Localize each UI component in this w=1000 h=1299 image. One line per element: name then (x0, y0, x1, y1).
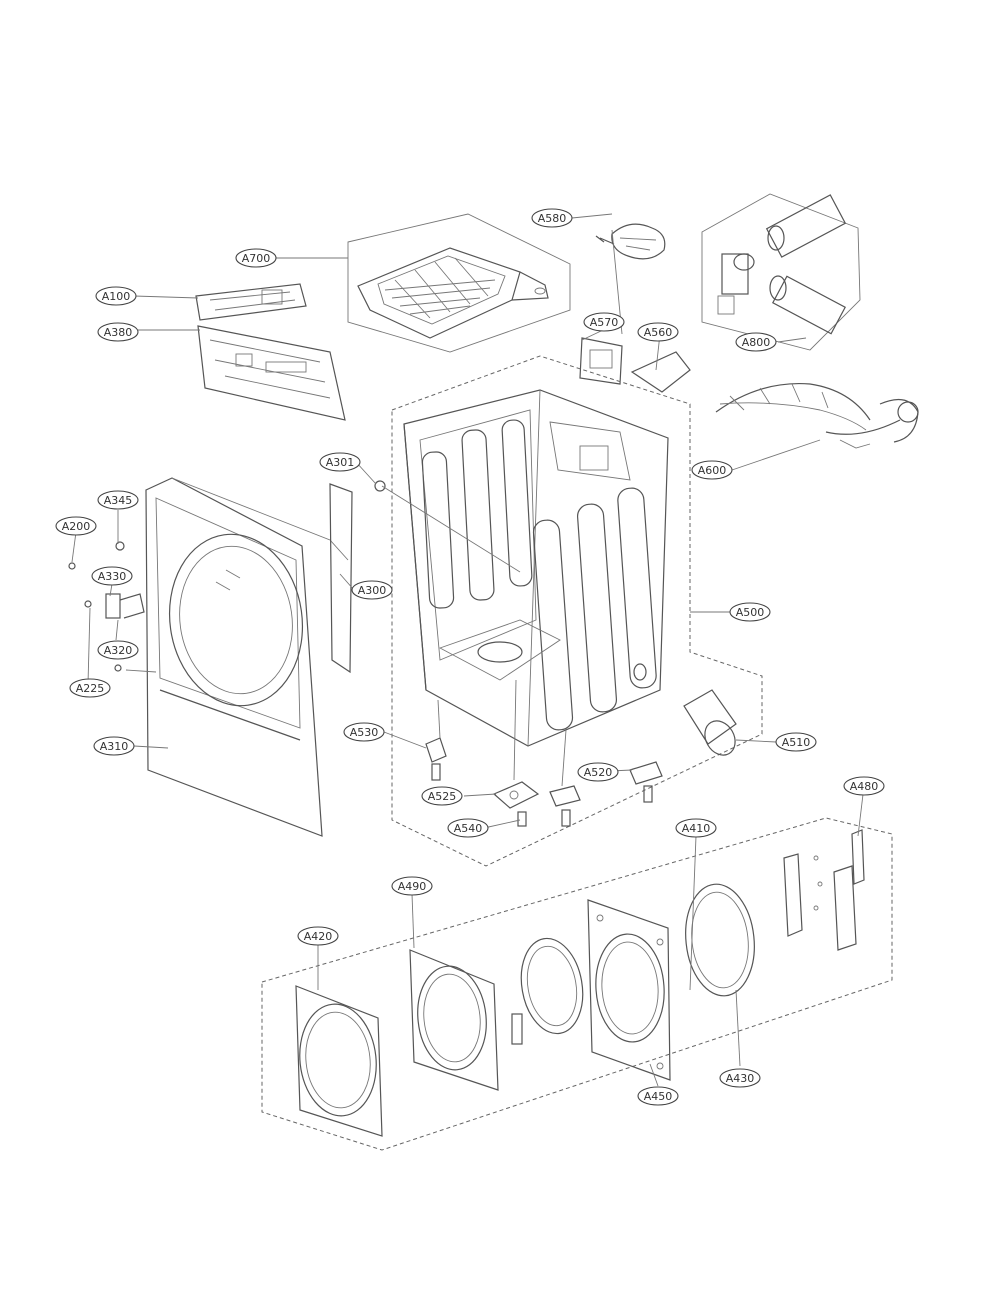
callout-a525: A525 (421, 786, 463, 806)
callout-a430: A430 (719, 1068, 761, 1088)
svg-text:A420: A420 (304, 930, 333, 943)
callout-a600: A600 (691, 460, 733, 480)
valve-assembly (579, 223, 691, 393)
callout-a301: A301 (319, 452, 361, 472)
svg-text:A480: A480 (850, 780, 879, 793)
callout-a330: A330 (91, 566, 133, 586)
callout-a510: A510 (775, 732, 817, 752)
door-group (261, 817, 893, 1151)
svg-text:A570: A570 (590, 316, 619, 329)
control-panel-group (195, 283, 346, 421)
svg-text:A310: A310 (100, 740, 129, 753)
svg-text:A530: A530 (350, 726, 379, 739)
callouts: A100 A380 A700 A580 A570 A560 A800 A600 (55, 208, 885, 1106)
callout-a800: A800 (735, 332, 777, 352)
feet-parts (425, 737, 663, 827)
svg-text:A225: A225 (76, 682, 105, 695)
callout-a450: A450 (637, 1086, 679, 1106)
svg-text:A320: A320 (104, 644, 133, 657)
svg-text:A300: A300 (358, 584, 387, 597)
svg-text:A580: A580 (538, 212, 567, 225)
svg-text:A450: A450 (644, 1090, 673, 1103)
callout-a500: A500 (729, 602, 771, 622)
callout-a300: A300 (351, 580, 393, 600)
filter-cover-group (347, 213, 571, 353)
callout-a410: A410 (675, 818, 717, 838)
callout-a490: A490 (391, 876, 433, 896)
callout-a345: A345 (97, 490, 139, 510)
cabinet-group (391, 355, 763, 867)
callout-a540: A540 (447, 818, 489, 838)
exhaust-duct (683, 689, 737, 756)
callout-a320: A320 (97, 640, 139, 660)
svg-text:A510: A510 (782, 736, 811, 749)
callout-a560: A560 (637, 322, 679, 342)
svg-text:A490: A490 (398, 880, 427, 893)
svg-text:A330: A330 (98, 570, 127, 583)
svg-text:A560: A560 (644, 326, 673, 339)
callout-a225: A225 (69, 678, 111, 698)
front-panel-group (145, 477, 353, 837)
callout-a310: A310 (93, 736, 135, 756)
callout-a420: A420 (297, 926, 339, 946)
wire-harness (715, 382, 919, 449)
hinge-parts (68, 480, 386, 672)
motor-subgroup (701, 193, 861, 351)
svg-text:A500: A500 (736, 606, 765, 619)
svg-text:A200: A200 (62, 520, 91, 533)
svg-text:A301: A301 (326, 456, 355, 469)
svg-text:A525: A525 (428, 790, 457, 803)
svg-text:A345: A345 (104, 494, 133, 507)
callout-a570: A570 (583, 312, 625, 332)
svg-text:A540: A540 (454, 822, 483, 835)
svg-text:A700: A700 (242, 252, 271, 265)
callout-a100: A100 (95, 286, 137, 306)
svg-text:A800: A800 (742, 336, 771, 349)
callout-a530: A530 (343, 722, 385, 742)
svg-text:A380: A380 (104, 326, 133, 339)
svg-text:A600: A600 (698, 464, 727, 477)
callout-a480: A480 (843, 776, 885, 796)
callout-a700: A700 (235, 248, 277, 268)
callout-a380: A380 (97, 322, 139, 342)
svg-text:A100: A100 (102, 290, 131, 303)
callout-a520: A520 (577, 762, 619, 782)
callout-a580: A580 (531, 208, 573, 228)
svg-text:A520: A520 (584, 766, 613, 779)
callout-a200: A200 (55, 516, 97, 536)
svg-text:A410: A410 (682, 822, 711, 835)
svg-text:A430: A430 (726, 1072, 755, 1085)
